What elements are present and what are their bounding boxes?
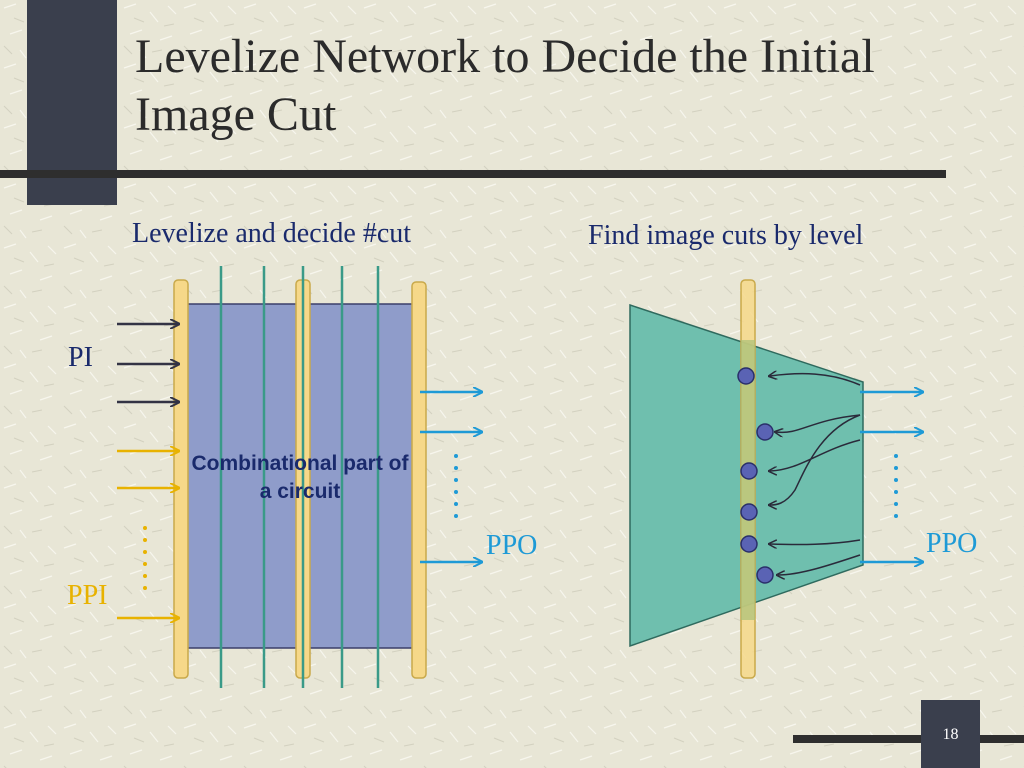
ppi-label: PPI [67, 580, 108, 611]
slide-title: Levelize Network to Decide the Initial I… [135, 30, 875, 141]
back-trace-curve [776, 414, 861, 432]
combinational-block-label: Combinational part of a circuit [191, 452, 409, 503]
footer-divider-right [980, 735, 1024, 743]
page-number: 18 [942, 726, 959, 743]
left-panel-caption: Levelize and decide #cut [132, 218, 412, 249]
cut-bar-left [173, 279, 189, 679]
page-number-box [921, 700, 980, 768]
back-trace-curve [778, 554, 861, 575]
back-trace-curve [770, 374, 861, 386]
cut-node [740, 535, 758, 553]
back-trace-curve [770, 414, 861, 505]
back-trace-curve [770, 539, 861, 545]
ppo-ellipsis-dots [894, 454, 898, 518]
cut-node [740, 462, 758, 480]
cut-node [756, 566, 774, 584]
ppo-label-right: PPO [926, 528, 978, 559]
footer-divider-left [793, 735, 923, 743]
pi-label: PI [68, 342, 93, 373]
cut-node [756, 423, 774, 441]
cut-node [737, 367, 755, 385]
cut-bar-right [411, 281, 427, 679]
ppo-label-left: PPO [486, 530, 538, 561]
title-divider [0, 170, 946, 178]
right-panel-caption: Find image cuts by level [588, 220, 864, 251]
cut-node [740, 503, 758, 521]
ppo-ellipsis-dots [454, 454, 458, 518]
ppi-ellipsis-dots [143, 526, 147, 590]
